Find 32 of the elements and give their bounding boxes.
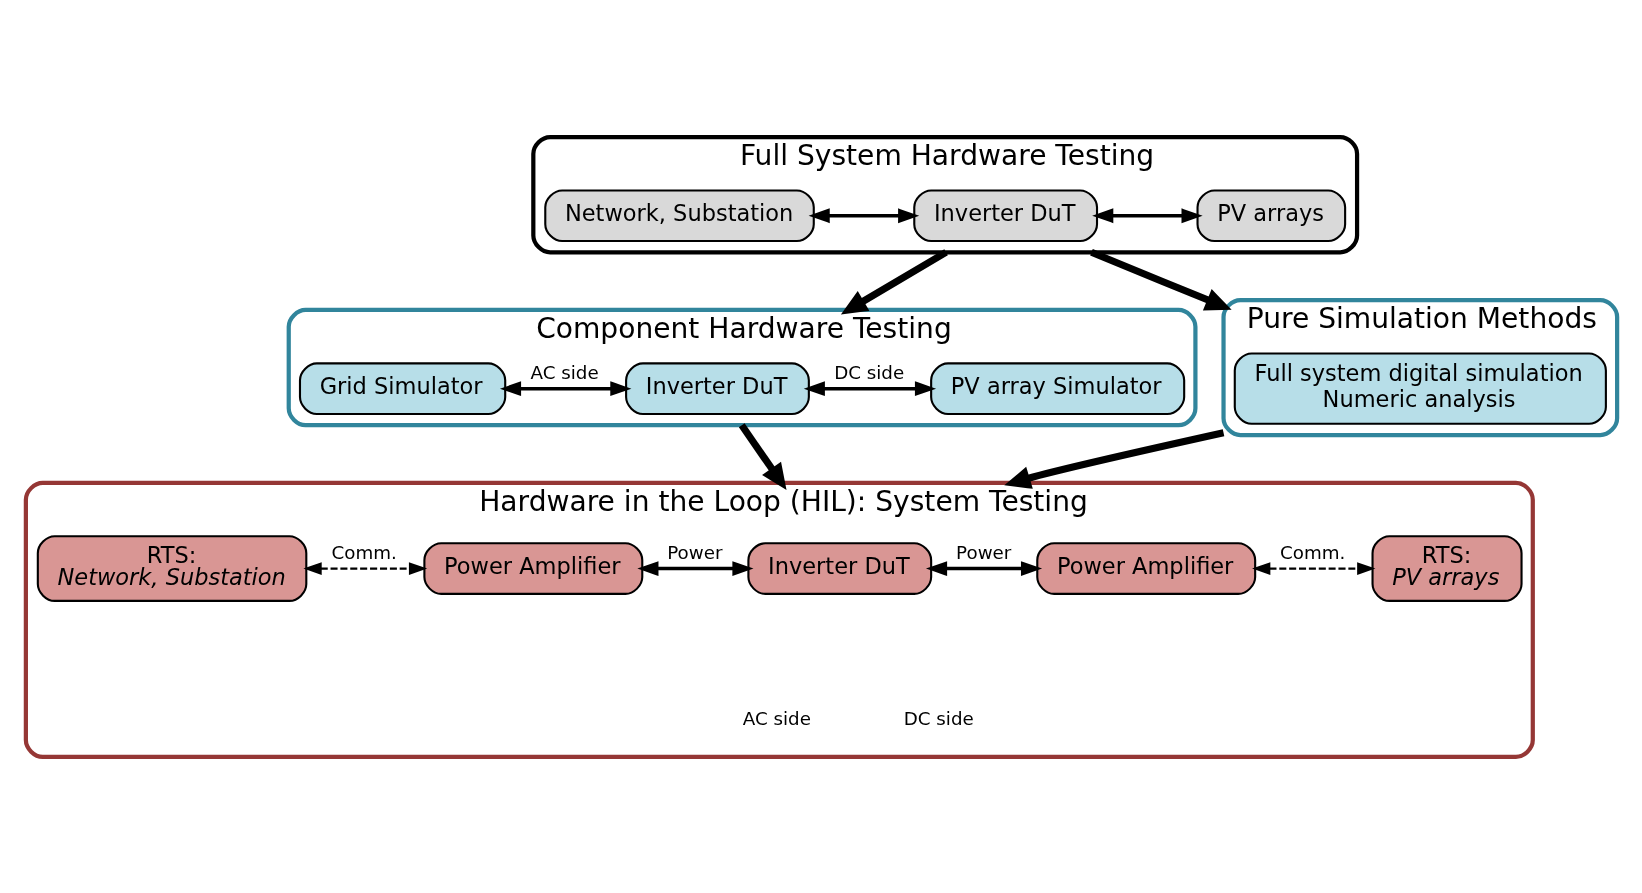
node-box: Inverter DuT: [624, 361, 810, 415]
node-box: Power Amplifier: [422, 541, 643, 595]
arrow: [803, 380, 936, 396]
edge-label: Power: [666, 541, 722, 563]
arrow: [840, 248, 948, 314]
node-box: RTS: Network, Substation: [36, 534, 307, 602]
node-box: Inverter DuT: [746, 541, 932, 595]
arrow: [1091, 207, 1203, 223]
label: AC side: [742, 707, 811, 729]
arrow: [636, 560, 753, 576]
arrow: [302, 561, 427, 575]
arrow: [808, 207, 919, 223]
arrow: [738, 422, 787, 490]
node-box: PV arrays: [1195, 188, 1346, 242]
edge-label: Comm.: [1279, 541, 1345, 563]
arrow: [499, 380, 631, 396]
node-box: RTS: PV arrays: [1371, 534, 1523, 602]
arrow: [1251, 561, 1375, 575]
node-box: Network, Substation: [543, 188, 815, 242]
edge-label: AC side: [530, 361, 599, 383]
node-box: Full system digital simulation Numeric analysis: [1233, 351, 1607, 425]
node-box: Grid Simulator: [298, 361, 506, 415]
label: DC side: [903, 707, 974, 729]
arrow: [1089, 248, 1232, 310]
node-box: Inverter DuT: [912, 188, 1098, 242]
arrow: [1003, 428, 1224, 489]
node-box: PV array Simulator: [929, 361, 1185, 415]
edge-label: Power: [955, 541, 1011, 563]
edge-label: Comm.: [331, 541, 397, 563]
edge-label: DC side: [833, 361, 904, 383]
arrow: [925, 560, 1042, 576]
node-box: Power Amplifier: [1035, 541, 1256, 595]
